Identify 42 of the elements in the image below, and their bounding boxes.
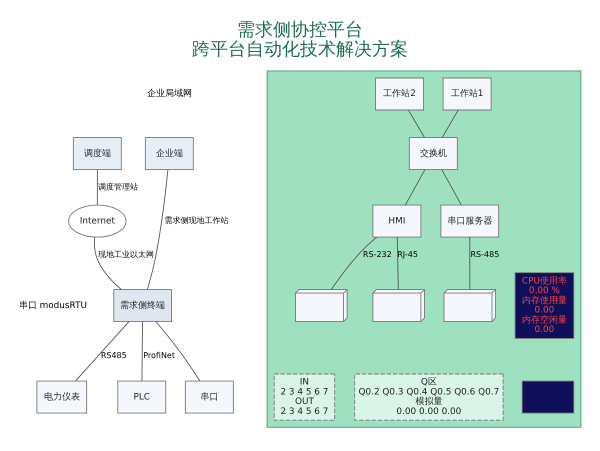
connector [147,168,168,290]
node-box: 调度端 [72,136,122,170]
connector [442,109,459,138]
edge-label: 需求侧现地工作站 [164,216,228,225]
node-box: 企业端 [144,136,194,170]
caption: 跨平台自动化技术解决方案 [192,39,408,60]
node-box: 电力仪表 [36,380,88,414]
edge-label: RS-485 [470,249,500,258]
edge-label: RJ-45 [397,249,418,258]
node-box: 工作站2 [375,77,424,110]
connector [408,109,425,138]
diagram-title: 需求侧协控平台 [237,20,363,40]
connector [96,168,98,205]
connector [75,320,130,381]
node-box: 交换机 [408,136,458,170]
connector [404,168,426,205]
edge-label: 调度管理站 [98,182,138,191]
edge-label: ProfiNet [143,350,175,360]
connector [441,168,462,205]
edge-label: 现地工业以太网 [98,249,154,258]
node-box: HMI [372,204,422,238]
node-box: CPU使用率 0.00 % 内存使用量 0.00 内存空闲量 0.00 [514,272,574,338]
node-box: PLC [117,380,166,414]
connector [469,236,470,290]
node-box: 串口 [184,380,234,414]
connector [330,236,378,290]
edge-label: RS-232 [362,249,392,258]
node-box: 工作站1 [442,77,492,110]
node-box: Q区 Q0.2 Q0.3 Q0.4 Q0.5 Q0.6 Q0.7 模拟量 0.00 0.00 0.00 [354,373,504,420]
node-box [522,380,574,414]
node-box: 串口服务器 [440,204,500,238]
node-box: IN 2 3 4 5 6 7 OUT 2 3 4 5 6 7 [274,373,336,420]
connector [141,320,143,381]
connector [155,320,200,381]
label: 串口 modusRTU [18,300,87,310]
cluster [266,70,582,428]
connector [396,236,399,290]
node-box: 需求侧终端 [113,288,172,322]
connector [94,236,122,290]
label: 企业局域网 [146,88,192,99]
edge-label: RS485 [100,350,127,360]
node-ellipse: Internet [68,204,126,238]
